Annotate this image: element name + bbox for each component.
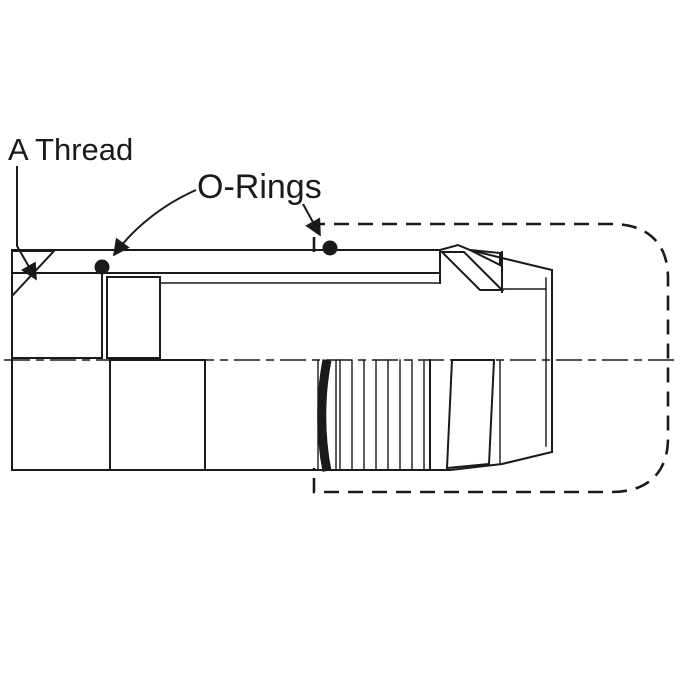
ribbed-section [339, 359, 431, 471]
rear-taper-bottom [448, 450, 554, 472]
o-ring-dot-front [94, 259, 110, 275]
a-thread-leader [16, 166, 37, 281]
connector-body [11, 243, 554, 472]
knurl-grip-section [109, 359, 206, 471]
label-o-rings: O-Rings [197, 168, 322, 206]
seal-block-section [106, 276, 161, 359]
nose-seal-section-top [469, 249, 501, 267]
a-thread-section [11, 272, 103, 359]
nose-section-top [439, 251, 505, 291]
shell-section-band [11, 249, 441, 274]
o-rings-leader-rear [302, 203, 321, 237]
mating-connector-phantom-outline [312, 222, 670, 494]
label-a-thread: A Thread [8, 132, 133, 167]
o-ring-section-band [317, 359, 332, 472]
o-ring-dot-rear [322, 240, 338, 256]
nose-taper-top [500, 256, 554, 272]
o-rings-leader-front [113, 189, 197, 257]
o-ring-markers [94, 240, 338, 472]
gasket-block [445, 359, 496, 470]
leader-lines [16, 166, 321, 281]
nose-outer-profile-top [438, 243, 504, 260]
